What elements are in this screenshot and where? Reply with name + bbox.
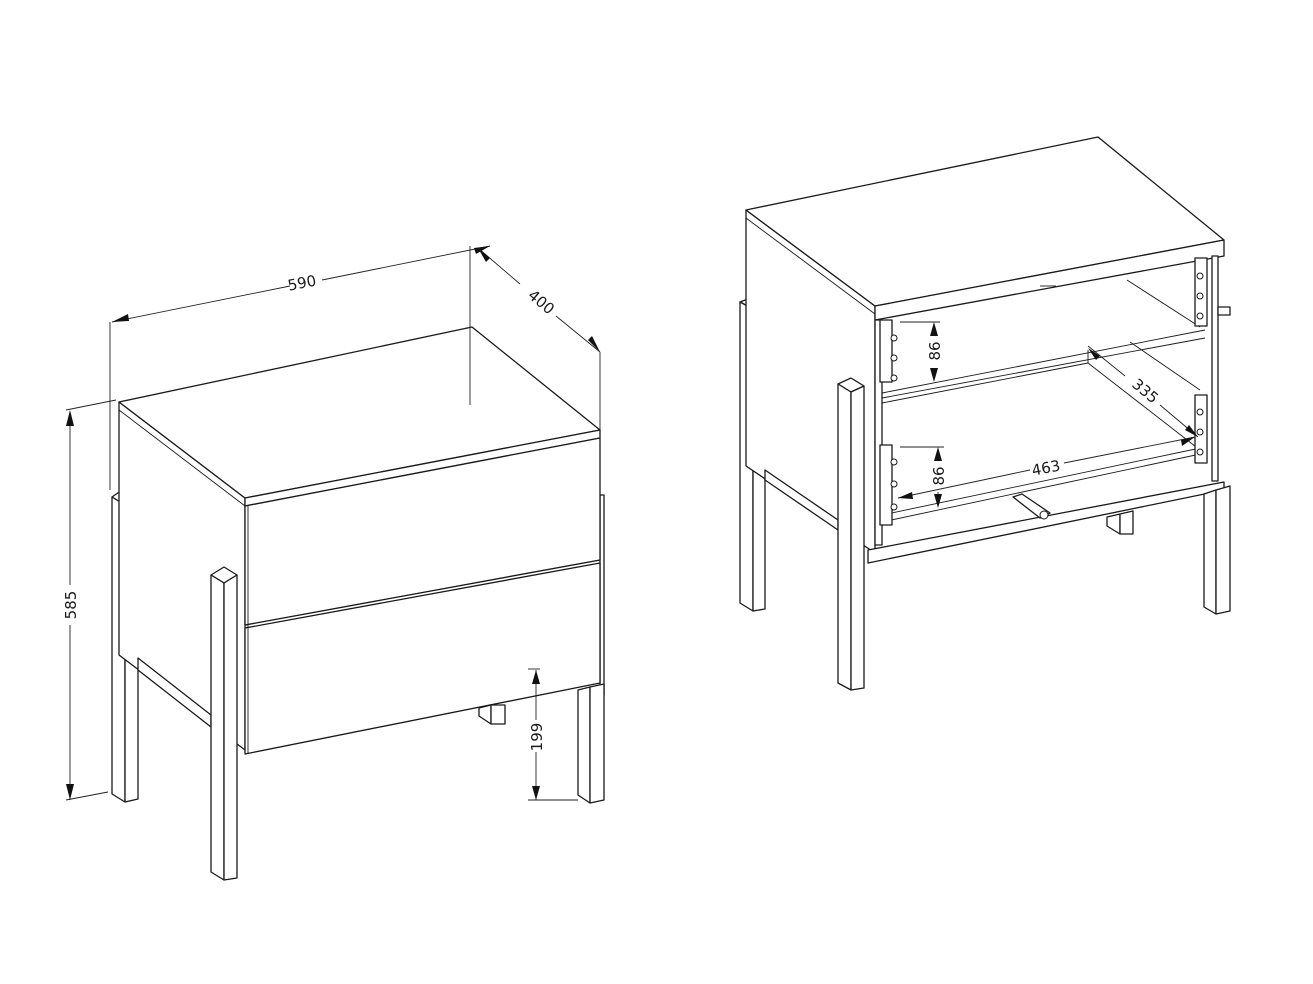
leg-back-right-open <box>1106 510 1134 535</box>
leg-front-left <box>210 566 238 881</box>
dimension-leg-clearance: 199 <box>528 668 578 801</box>
closed-nightstand-view: 590 400 585 199 <box>62 245 605 881</box>
dimension-width: 590 <box>109 245 491 490</box>
open-carcass-view: 86 86 463 335 <box>739 136 1231 691</box>
carcass-bottom <box>867 481 1225 564</box>
dimension-upper-opening-height: 86 <box>900 321 944 382</box>
leg-back-right <box>478 704 506 725</box>
runner-plate-lower-left <box>879 444 898 526</box>
dimension-interior-width: 463 <box>897 436 1196 499</box>
dimension-lower-opening-height: 86 <box>900 446 948 508</box>
dimension-height: 585 <box>62 399 117 801</box>
carcass-right-side <box>1211 255 1219 482</box>
runner-plate-lower-right <box>1194 394 1208 464</box>
leg-front-right <box>577 683 605 804</box>
dimension-label-height: 585 <box>62 591 80 620</box>
dimension-label-leg-clearance: 199 <box>528 723 546 752</box>
drawer-front-lower <box>244 562 601 755</box>
dimension-label-depth: 400 <box>524 286 558 318</box>
runner-plate-upper-left <box>879 319 898 383</box>
leg-front-left-open <box>837 377 865 691</box>
runner-plate-upper-right <box>1194 257 1208 327</box>
dimension-label-interior-depth: 335 <box>1128 375 1162 407</box>
dimension-label-upper-opening: 86 <box>926 341 944 360</box>
dimension-interior-depth: 335 <box>1087 345 1199 438</box>
dimension-label-width: 590 <box>286 272 318 295</box>
leg-front-right-open <box>1203 485 1231 615</box>
dimension-label-lower-opening: 86 <box>930 466 948 485</box>
dimension-label-interior-width: 463 <box>1030 457 1062 480</box>
